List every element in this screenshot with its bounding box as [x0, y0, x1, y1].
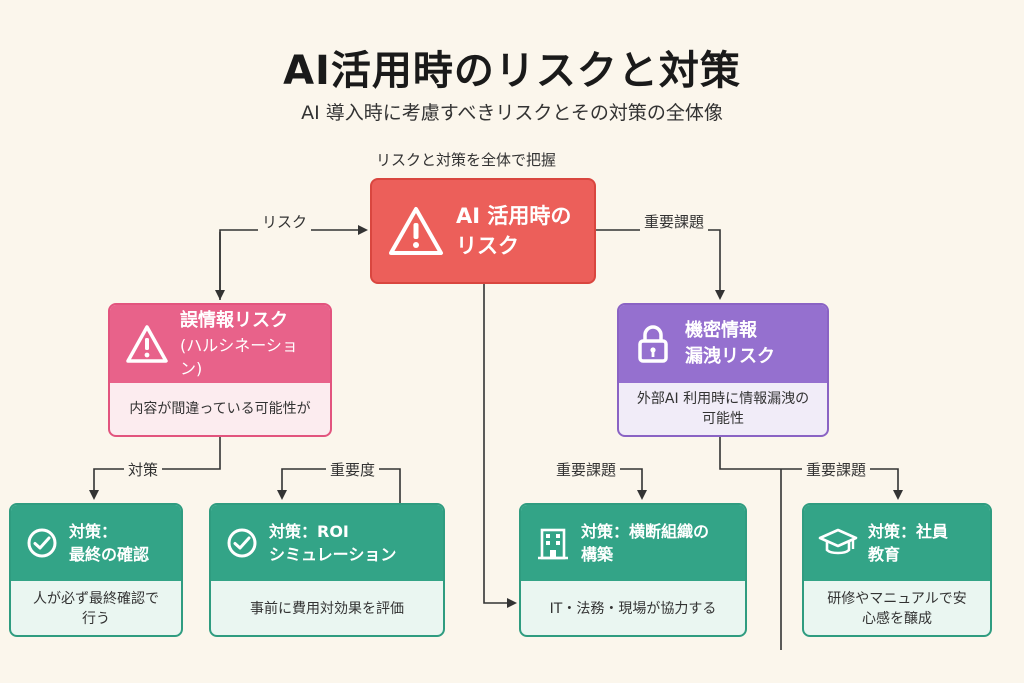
label-important-right: 重要課題 — [640, 211, 709, 232]
measure-1-title-line1: 対策： — [69, 521, 118, 541]
measure-2-title-line2: シミュレーション — [269, 545, 397, 564]
measure-1-box: 対策： 最終の確認 人が必ず最終確認で 行う — [9, 503, 183, 637]
graduation-cap-icon — [818, 526, 858, 560]
lock-icon — [633, 321, 673, 367]
risk-leak-title-line2: 漏洩リスク — [685, 346, 775, 367]
risk-leak-desc-line2: 可能性 — [702, 411, 744, 427]
risk-misinfo-title-line2: (ハルシネーション) — [180, 335, 298, 379]
measure-2-title-line1: 対策：ROI — [269, 521, 349, 541]
risk-leak-box: 機密情報 漏洩リスク 外部AI 利用時に情報漏洩の 可能性 — [617, 303, 829, 437]
risk-leak-title-line1: 機密情報 — [685, 319, 757, 341]
measure-1-title-line2: 最終の確認 — [69, 545, 150, 564]
label-measure: 対策 — [124, 459, 163, 480]
risk-misinfo-box: 誤情報リスク (ハルシネーション) 内容が間違っている可能性が — [108, 303, 332, 437]
measure-3-desc: IT・法務・現場が協力する — [549, 600, 717, 617]
center-title-line2: リスク — [456, 234, 519, 258]
measure-4-desc-line1: 研修やマニュアルで安 — [827, 590, 967, 607]
label-important-pink: 重要度 — [326, 459, 380, 480]
measure-2-box: 対策：ROI シミュレーション 事前に費用対効果を評価 — [209, 503, 445, 637]
page-title: AI活用時のリスクと対策 — [283, 48, 741, 94]
top-label: リスクと対策を全体で把握 — [372, 149, 561, 170]
measure-3-title-line2: 構築 — [581, 545, 614, 564]
risk-misinfo-title-line1: 誤情報リスク — [180, 309, 288, 331]
risk-leak-desc-line1: 外部AI 利用時に情報漏洩の — [636, 390, 810, 407]
page-subtitle: AI 導入時に考慮すべきリスクとその対策の全体像 — [301, 102, 723, 124]
measure-1-desc-line2: 行う — [82, 611, 110, 627]
measure-3-title-line1: 対策：横断組織の — [581, 521, 710, 541]
connector-risk-to-center — [219, 225, 368, 300]
warning-icon — [386, 201, 446, 261]
measure-2-desc: 事前に費用対効果を評価 — [250, 600, 404, 617]
check-circle-icon — [225, 526, 259, 560]
connector-center-to-purple — [596, 229, 725, 300]
building-icon — [535, 525, 571, 561]
measure-3-box: 対策：横断組織の 構築 IT・法務・現場が協力する — [519, 503, 747, 637]
warning-icon — [124, 321, 170, 367]
connector-center-to-g3 — [483, 284, 517, 608]
label-important-g4: 重要課題 — [802, 459, 871, 480]
label-important-g3: 重要課題 — [552, 459, 621, 480]
measure-4-title-line1: 対策：社員 — [868, 521, 949, 541]
center-risk-box: AI 活用時の リスク — [370, 178, 596, 284]
measure-4-desc-line2: 心感を醸成 — [862, 611, 932, 627]
measure-1-desc-line1: 人が必ず最終確認で — [33, 590, 159, 607]
measure-4-box: 対策：社員 教育 研修やマニュアルで安 心感を醸成 — [802, 503, 992, 637]
check-circle-icon — [25, 526, 59, 560]
center-title-line1: AI 活用時の — [456, 203, 572, 228]
label-risk: リスク — [258, 211, 312, 232]
risk-misinfo-desc: 内容が間違っている可能性が — [129, 400, 311, 417]
measure-4-title-line2: 教育 — [868, 545, 901, 564]
